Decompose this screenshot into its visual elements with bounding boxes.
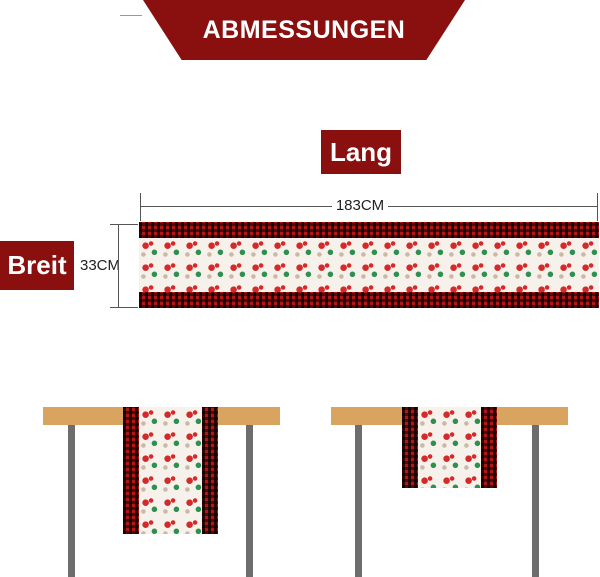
length-label: Lang <box>321 130 401 174</box>
page-title: ABMESSUNGEN <box>202 15 406 44</box>
decorative-line <box>120 15 142 16</box>
plaid-border-right <box>481 407 497 488</box>
table-right-leg <box>355 425 362 577</box>
plaid-border-left <box>123 407 139 534</box>
length-value-text: 183CM <box>331 197 389 214</box>
table-left-leg <box>68 425 75 577</box>
width-dimension-line <box>118 224 119 308</box>
plaid-border-left <box>402 407 418 488</box>
table-runner-on-table-short <box>402 407 497 488</box>
length-dimension-tick-right <box>597 193 598 221</box>
length-label-text: Lang <box>329 136 393 167</box>
width-value: 33CM <box>80 257 121 274</box>
length-dimension-tick-left <box>140 193 141 221</box>
length-value: 183CM <box>300 197 420 214</box>
header-banner: ABMESSUNGEN <box>143 0 465 60</box>
plaid-border-bottom <box>139 292 599 308</box>
table-left-leg <box>246 425 253 577</box>
table-right-leg <box>532 425 539 577</box>
width-dimension-tick-bottom <box>110 307 138 308</box>
plaid-border-top <box>139 222 599 238</box>
width-label: Breit <box>0 241 74 290</box>
table-runner-on-table-long <box>123 407 218 534</box>
christmas-pattern-panel <box>139 407 202 534</box>
width-label-text: Breit <box>7 250 67 280</box>
width-dimension-tick-top <box>110 224 138 225</box>
plaid-border-right <box>202 407 218 534</box>
christmas-pattern-panel <box>139 238 599 292</box>
christmas-pattern-panel <box>418 407 481 488</box>
table-runner-flat-image <box>139 222 599 308</box>
